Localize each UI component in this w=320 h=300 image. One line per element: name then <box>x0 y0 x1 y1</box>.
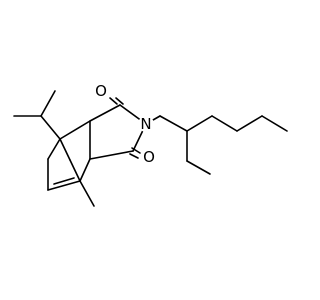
bond-carbonyl-bottom-double-a <box>131 147 141 154</box>
oxygen-bottom-label: O <box>143 148 155 166</box>
bond-butyl-c1-to-c2 <box>211 115 238 132</box>
oxygen-bottom-label-background <box>141 149 157 165</box>
bond-carbonyl-bottom-to-ring-fusion-bottom <box>89 150 134 160</box>
bicyclic-core <box>47 120 95 207</box>
nitrogen-label: N <box>140 115 151 133</box>
nitrogen-label-background <box>138 116 154 132</box>
carbonyl-bonds <box>109 97 141 159</box>
bond-butyl-c2-to-c3 <box>236 115 263 132</box>
bond-bridgehead-top-to-ring-fusion-top <box>59 120 91 140</box>
bond-bridge-upper <box>59 138 71 161</box>
bond-bridge-lower <box>69 159 81 182</box>
ethylhexyl-chain <box>145 115 288 175</box>
bond-bridgehead-methyl <box>79 180 95 207</box>
bond-carbonyl-bottom-double-b <box>129 153 139 159</box>
bond-isopropyl-ch-ring <box>40 115 61 140</box>
bond-butyl-c3-to-c4 <box>261 115 288 132</box>
atom-labels: O N O <box>93 82 157 166</box>
bond-carbonyl-top-double-a <box>109 97 118 105</box>
oxygen-top-label: O <box>95 82 107 100</box>
bond-isopropyl-methyl-top <box>40 90 56 117</box>
oxygen-top-label-background <box>93 83 109 99</box>
bond-ethyl-ch2-to-ch3 <box>186 160 211 175</box>
bond-bridgehead-top-down <box>47 138 61 160</box>
molecule-structure-diagram: O N O <box>13 82 288 207</box>
bond-carbonyl-top-double-b <box>115 97 124 105</box>
isopropyl-group <box>13 90 61 140</box>
bond-ring-fusion-bottom-to-bridgehead-bottom <box>79 158 91 182</box>
bond-ch2-to-branch <box>159 115 188 132</box>
bond-alkene-double-outer <box>47 180 81 191</box>
bond-alkene-double-inner <box>53 177 75 185</box>
bond-branch-to-butyl-c1 <box>186 115 213 132</box>
bond-ring-fusion-top-to-carbonyl-top <box>89 104 121 122</box>
